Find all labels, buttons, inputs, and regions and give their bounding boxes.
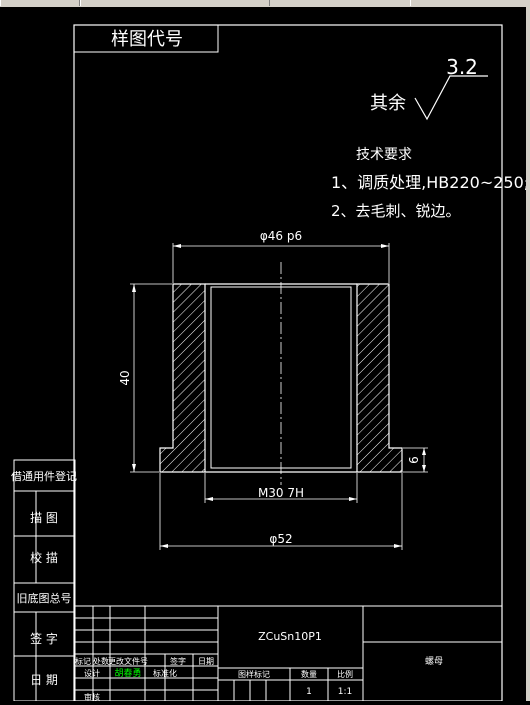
part-section-view xyxy=(159,262,403,485)
tb-material: ZCuSn10P1 xyxy=(258,630,322,643)
dim-height: 40 xyxy=(118,283,172,473)
dim-bore: M30 7H xyxy=(204,473,358,503)
title-block-grid xyxy=(73,605,503,702)
side-label-3: 校 描 xyxy=(30,550,58,565)
drawing-code-label: 样图代号 xyxy=(111,29,183,50)
dim-height-text: 40 xyxy=(118,370,132,385)
drawing-code-box: 样图代号 xyxy=(73,24,219,53)
side-label-5: 签 字 xyxy=(30,631,58,646)
dim-flange-height-text: 6 xyxy=(407,456,421,464)
tech-item-1: 1、调质处理,HB220~250; xyxy=(331,173,529,192)
tb-scale-header-3: 比例 xyxy=(337,669,353,679)
tb-designer-label: 设计 xyxy=(84,668,100,678)
dim-flange-diameter: φ52 xyxy=(159,473,403,550)
top-tab-3[interactable] xyxy=(410,0,530,6)
top-tab-1[interactable] xyxy=(0,0,80,6)
top-tab-2[interactable] xyxy=(80,0,270,6)
side-label-6: 日 期 xyxy=(30,673,58,687)
drawing-frame xyxy=(73,24,503,702)
dim-flange-height: 6 xyxy=(403,447,428,473)
tb-scale-header-2: 数量 xyxy=(301,669,317,679)
roughness-label: 其余 xyxy=(370,93,406,114)
dim-flange-diameter-text: φ52 xyxy=(269,532,292,546)
tech-item-2: 2、去毛刺、锐边。 xyxy=(331,202,461,220)
tb-quantity: 1 xyxy=(306,687,312,697)
side-label-4: 旧底图总号 xyxy=(17,591,72,605)
window-top-bar xyxy=(0,0,530,7)
tb-scale: 1:1 xyxy=(338,687,352,697)
side-label-2: 描 图 xyxy=(30,511,58,525)
cad-drawing-canvas[interactable]: 样图代号 3.2 其余 技术要求 1、调质处理,HB220~250; 2、去毛刺… xyxy=(0,7,530,702)
tb-header-5: 日期 xyxy=(198,657,214,666)
tech-heading: 技术要求 xyxy=(356,147,412,163)
side-table xyxy=(13,459,76,702)
roughness-value: 3.2 xyxy=(446,55,478,79)
tb-header-2: 处数 xyxy=(93,656,109,666)
dim-top-diameter-text: φ46 p6 xyxy=(260,229,302,243)
tb-standardization-label: 标准化 xyxy=(153,668,177,678)
side-label-1: 借通用件登记 xyxy=(11,469,77,483)
tb-designer-name: 胡春勇 xyxy=(114,667,141,679)
tb-scale-header-1: 图样标记 xyxy=(238,669,270,679)
technical-requirements: 技术要求 1、调质处理,HB220~250; 2、去毛刺、锐边。 xyxy=(331,147,529,220)
tb-header-1: 标记 xyxy=(75,656,91,666)
tb-header-3: 更改文件号 xyxy=(108,656,148,666)
dim-bore-text: M30 7H xyxy=(258,486,304,500)
side-table-rows xyxy=(14,490,75,701)
tb-header-4: 签字 xyxy=(170,656,186,666)
tb-review-label: 审核 xyxy=(84,692,100,701)
tb-part-name: 螺母 xyxy=(425,656,443,667)
right-scrollbar-edge[interactable] xyxy=(526,7,530,701)
dim-top-diameter: φ46 p6 xyxy=(172,229,390,283)
surface-finish-symbol: 3.2 其余 xyxy=(370,55,488,121)
